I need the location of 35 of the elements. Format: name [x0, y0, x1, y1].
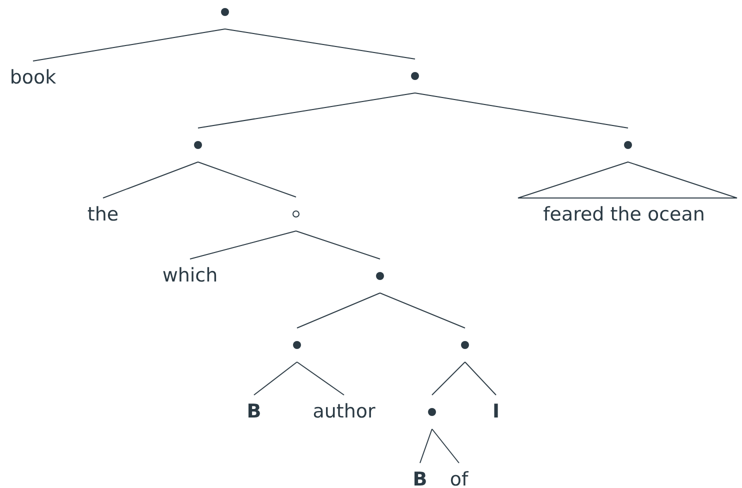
triangle-branch — [518, 161, 738, 198]
branch-line — [296, 230, 380, 260]
tree-word: author — [312, 402, 376, 422]
branch-line — [254, 362, 298, 396]
branch-line — [432, 428, 460, 464]
branch-line — [102, 162, 198, 198]
tree-word: B — [246, 402, 262, 422]
branch-line — [198, 162, 296, 198]
branch-line — [420, 428, 432, 464]
branch-line — [380, 292, 466, 328]
branch-line — [296, 292, 380, 328]
branch-line — [198, 92, 416, 128]
branch-line — [296, 362, 344, 396]
node-dot — [194, 141, 202, 149]
branch-line — [224, 28, 416, 60]
branch-line — [464, 362, 496, 396]
tree-word: of — [450, 470, 468, 488]
node-dot — [461, 341, 469, 349]
node-dot — [221, 8, 229, 16]
branch-line — [190, 230, 296, 260]
node-dot — [376, 272, 384, 280]
branch-line — [414, 92, 628, 128]
tree-word: book — [10, 68, 56, 88]
tree-word: the — [87, 204, 119, 226]
node-dot — [428, 408, 436, 416]
tree-word: I — [492, 402, 500, 422]
tree-word: which — [162, 266, 218, 286]
branch-line — [32, 28, 226, 62]
tree-word: B — [412, 470, 428, 488]
branch-line — [432, 362, 466, 396]
node-dot — [624, 141, 632, 149]
tree-word: feared the ocean — [543, 204, 705, 226]
node-dot — [411, 72, 419, 80]
hollow-node-dot — [292, 210, 300, 218]
node-dot — [293, 341, 301, 349]
